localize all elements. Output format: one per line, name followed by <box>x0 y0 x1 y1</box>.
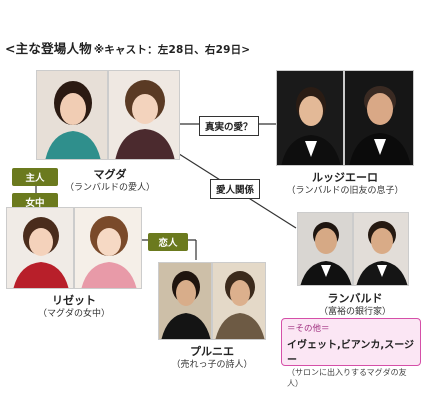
others-names: イヴェット,ビアンカ,スージー <box>287 340 414 366</box>
maid-tag: 女中 <box>12 193 58 211</box>
lovers-tag: 恋人 <box>148 233 188 251</box>
master-tag: 主人 <box>12 168 58 186</box>
prunier-desc: （売れっ子の詩人） <box>171 360 253 370</box>
magda-photo-left <box>36 70 108 160</box>
ruggero-photo-right <box>344 70 414 166</box>
rambaldo-photo-right <box>353 212 409 286</box>
ruggero-photo-left <box>276 70 344 166</box>
lisette-desc: （マグダの女中） <box>37 309 110 319</box>
rambaldo-photo-left <box>297 212 353 286</box>
magda-photo-right <box>108 70 180 160</box>
lisette-photo-left <box>6 207 74 289</box>
ruggero-name: ルッジエーロ <box>312 171 378 184</box>
cast-note: ※キャスト：左28日、右29日> <box>93 44 251 56</box>
others-heading: ＝その他＝ <box>287 324 330 334</box>
others-box: ＝その他＝ イヴェット,ビアンカ,スージー （サロンに出入りするマグダの友人） <box>281 318 421 388</box>
ruggero-desc: （ランバルドの旧友の息子） <box>286 186 404 196</box>
prunier-photo-left <box>158 262 212 340</box>
lisette-photo-right <box>74 207 142 289</box>
rambaldo-desc: （富裕の銀行家） <box>318 307 391 317</box>
prunier-photo-right <box>212 262 266 340</box>
title-text: <主な登場人物 <box>5 41 92 56</box>
lovers-relation-label: 愛人関係 <box>210 179 261 199</box>
magda-desc: （ランバルドの愛人） <box>64 183 155 193</box>
magda-name: マグダ <box>93 168 127 181</box>
rambaldo-name: ランバルド <box>327 292 383 305</box>
lisette-name: リゼット <box>52 294 96 307</box>
true-love-label: 真実の愛？ <box>199 116 259 136</box>
page-title: <主な登場人物※キャスト：左28日、右29日> <box>5 38 250 57</box>
others-desc: （サロンに出入りするマグダの友人） <box>287 368 407 388</box>
prunier-name: プルニエ <box>190 345 234 358</box>
